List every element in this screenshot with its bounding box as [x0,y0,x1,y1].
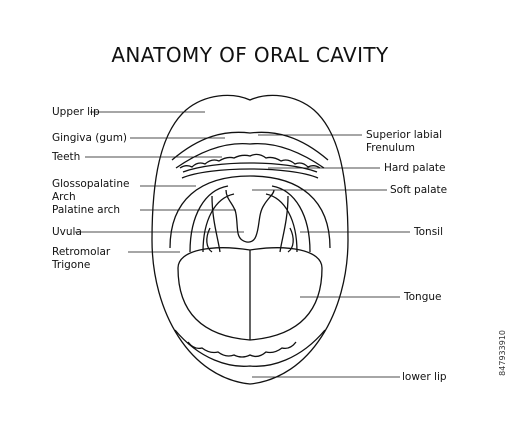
label-glossopalatine-line2: Arch [52,190,76,203]
page-title: ANATOMY OF ORAL CAVITY [111,43,389,67]
tonsil-right [287,227,294,253]
label-retromolar: Retromolar Trigone [52,246,110,271]
label-retromolar-line2: Trigone [52,258,91,271]
palatine-arch-left [202,193,235,253]
label-glossopalatine-line1: Glossopalatine [52,178,130,190]
label-tonsil: Tonsil [414,226,444,238]
soft-palate-inner [211,195,289,253]
label-upper-lip: Upper lip [52,106,100,118]
oral-opening [169,175,331,249]
upper-lip-inner [171,131,329,161]
label-superior-labial-line2: Frenulum [366,141,415,154]
upper-gum [175,142,325,169]
hard-palate-arc [181,168,319,179]
label-hard-palate: Hard palate [384,162,446,174]
label-palatine-arch: Palatine arch [52,204,121,216]
teeth-line [182,162,318,173]
label-glossopalatine: Glossopalatine Arch [52,178,129,203]
label-soft-palate: Soft palate [390,184,448,196]
label-superior-labial-line1: Superior labial [366,129,443,141]
lower-teeth [187,341,297,358]
glossopalatine-arch-right [271,185,311,253]
lower-lip-inner [174,329,326,367]
tonsil-left [206,227,213,253]
label-retromolar-line1: Retromolar [52,246,111,258]
label-lower-lip: lower lip [402,371,447,383]
uvula [225,189,275,243]
label-tongue: Tongue [404,291,442,303]
label-gingiva: Gingiva (gum) [52,132,128,144]
outer-lip-outline [151,94,349,385]
glossopalatine-arch-left [189,185,229,253]
image-id: 847933910 [498,330,507,376]
label-superior-labial: Superior labial Frenulum [366,129,442,154]
label-teeth: Teeth [52,151,81,163]
label-uvula: Uvula [52,226,82,238]
tongue [177,247,323,341]
upper-teeth [179,153,321,169]
